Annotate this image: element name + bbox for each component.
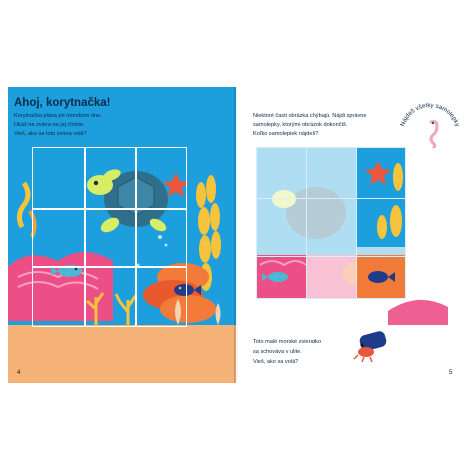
bubble xyxy=(158,235,162,239)
bubble xyxy=(164,243,168,247)
intro-line-1: Korytnačka pláva pri morskom dne. xyxy=(14,113,102,119)
bottom-line-3: Vieš, ako sa volá? xyxy=(253,359,299,365)
sea-fan xyxy=(175,299,181,325)
left-page-scene xyxy=(8,169,221,355)
starfish xyxy=(163,173,189,197)
intro-line-3: Vieš, ako sa toto zviera volá? xyxy=(14,131,87,137)
badge-text: Nájdeš všetky samolepky xyxy=(399,102,461,128)
pink-coral-corner xyxy=(388,299,448,325)
sticker-tile-starfish xyxy=(356,147,406,197)
right-page-puzzle xyxy=(256,147,448,363)
fish-dark xyxy=(174,284,201,296)
pink-coral-left xyxy=(8,252,113,321)
seaweed-right xyxy=(196,175,221,291)
right-puzzle-grid xyxy=(256,147,406,299)
instruction-line-1: Niektoré časti obrázka chýbajú. Nájdi sp… xyxy=(253,113,367,119)
seaweed-left xyxy=(16,181,31,229)
right-page xyxy=(238,87,462,383)
bottom-line-1: Toto malé morské zvieratko xyxy=(253,339,322,345)
bubble xyxy=(136,263,140,267)
left-page xyxy=(8,87,236,383)
fish-blue xyxy=(51,265,82,277)
book-gutter xyxy=(234,87,240,383)
sticker-badge: Nájdeš všetky samolepky xyxy=(399,102,461,149)
page-title: Ahoj, korytnačka! xyxy=(14,97,111,109)
page-number-right: 5 xyxy=(449,370,453,376)
sticker-tile-coral xyxy=(256,255,307,299)
sticker-tile-fish xyxy=(356,255,406,299)
page-number-left: 4 xyxy=(17,370,21,376)
instruction-line-3: Koľko samolepiek nájdeš? xyxy=(253,131,319,137)
bottom-line-2: sa schováva v ulite. xyxy=(253,349,302,355)
left-puzzle-grid xyxy=(32,147,187,327)
branch-coral xyxy=(114,293,138,325)
intro-line-2: Ukáž na zviera na jej chrbte. xyxy=(14,122,85,128)
branch-coral-2 xyxy=(86,292,105,325)
sea-floor xyxy=(8,325,236,383)
sea-fan-2 xyxy=(215,303,221,325)
sticker-tile-seaweed xyxy=(356,197,406,247)
hermit-crab xyxy=(353,331,387,363)
instruction-line-2: samolepky, ktorými obrázok dokončíš. xyxy=(253,122,348,128)
seahorse-icon xyxy=(429,120,439,149)
